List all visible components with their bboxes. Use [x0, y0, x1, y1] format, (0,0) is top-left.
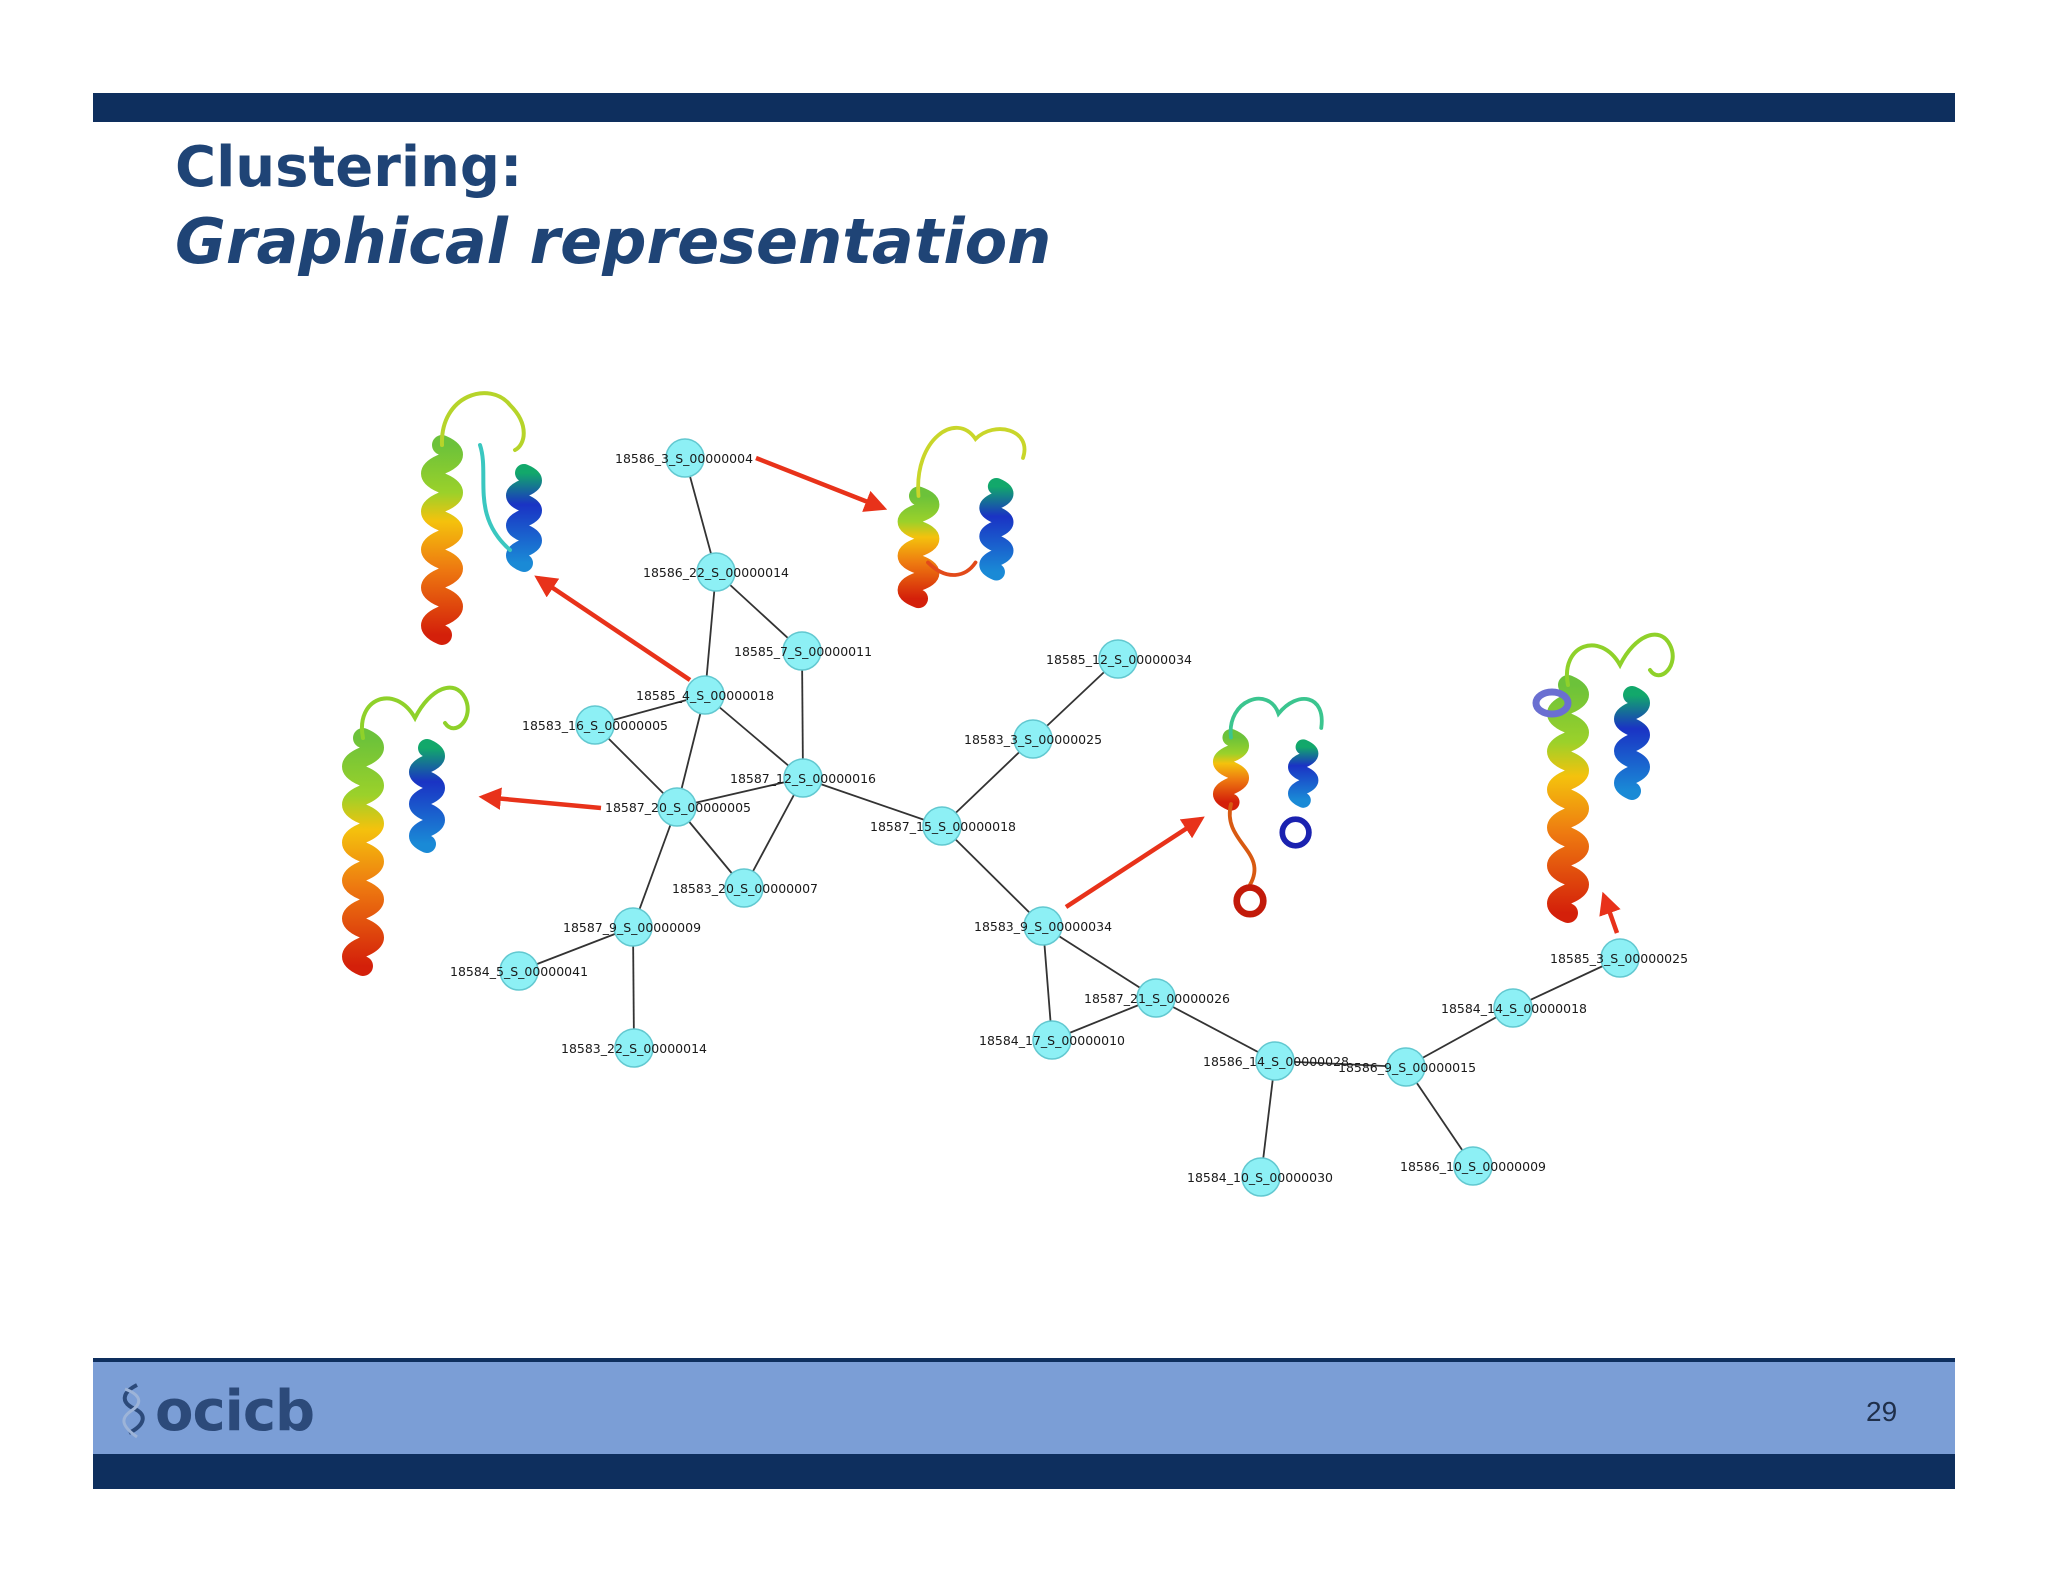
graph-edge — [941, 825, 1044, 927]
node-label: 18584_14_S_00000018 — [1441, 1001, 1587, 1016]
graph-node — [613, 907, 653, 947]
protein-structure-3 — [342, 685, 470, 976]
protein-structure-1 — [421, 391, 542, 645]
node-label: 18583_20_S_00000007 — [672, 881, 818, 896]
page-number: 29 — [1866, 1396, 1898, 1427]
graph-edge — [1042, 925, 1157, 999]
header-bar — [93, 93, 1955, 122]
graph-node — [1098, 639, 1138, 679]
node-label: 18587_21_S_00000026 — [1084, 991, 1230, 1006]
node-label: 18584_10_S_00000030 — [1187, 1170, 1333, 1185]
graph-node — [1241, 1157, 1281, 1197]
annotation-arrow — [1064, 816, 1205, 909]
graph-node — [783, 758, 823, 798]
graph-edge — [632, 926, 635, 1049]
graph-node — [1386, 1047, 1426, 1087]
graph-node — [614, 1028, 654, 1068]
graph-node — [922, 806, 962, 846]
graph-node — [1023, 906, 1063, 946]
graph-node — [499, 951, 539, 991]
graph-edges — [518, 457, 1621, 1178]
protein-structure-2 — [897, 425, 1027, 609]
slide-subtitle: Graphical representation — [175, 205, 1052, 278]
graph-edge — [1155, 997, 1276, 1062]
node-label: 18585_12_S_00000034 — [1046, 652, 1192, 667]
graph-node — [696, 552, 736, 592]
graph-node — [657, 787, 697, 827]
node-label: 18583_22_S_00000014 — [561, 1041, 707, 1056]
annotation-arrow — [755, 455, 888, 512]
node-label: 18586_10_S_00000009 — [1400, 1159, 1546, 1174]
graph-node — [1600, 938, 1640, 978]
graph-edge — [743, 777, 804, 889]
node-label: 18583_9_S_00000034 — [974, 919, 1112, 934]
graph-edge — [801, 650, 804, 779]
graph-node — [1013, 719, 1053, 759]
footer-band — [93, 1358, 1955, 1458]
graph-node — [575, 705, 615, 745]
node-label: 18587_20_S_00000005 — [605, 800, 751, 815]
node-label: 18585_4_S_00000018 — [636, 688, 774, 703]
ocicb-logo: ocicb — [115, 1376, 315, 1446]
graph-node — [665, 438, 705, 478]
annotation-arrow — [534, 575, 692, 682]
protein-structure-5 — [1532, 632, 1675, 923]
node-label: 18586_3_S_00000004 — [615, 451, 753, 466]
graph-edge — [704, 571, 717, 696]
node-label: 18583_3_S_00000025 — [964, 732, 1102, 747]
graph-node — [1453, 1146, 1493, 1186]
node-label: 18587_15_S_00000018 — [870, 819, 1016, 834]
node-label: 18583_16_S_00000005 — [522, 718, 668, 733]
annotation-arrow — [478, 787, 602, 811]
graph-node — [1493, 988, 1533, 1028]
node-label: 18587_12_S_00000016 — [730, 771, 876, 786]
graph-edge — [1405, 1007, 1514, 1068]
helix-icon — [122, 1383, 145, 1439]
logo-text: ocicb — [155, 1378, 315, 1444]
graph-node — [782, 631, 822, 671]
graph-edge — [1274, 1060, 1407, 1068]
node-label: 18587_9_S_00000009 — [563, 920, 701, 935]
node-label: 18584_5_S_00000041 — [450, 964, 588, 979]
graph-edge — [518, 926, 634, 972]
graph-nodes: 18586_3_S_00000004 18586_22_S_00000014 185… — [450, 438, 1688, 1197]
graph-node — [1032, 1020, 1072, 1060]
footer-bar — [93, 1454, 1955, 1489]
graph-edge — [676, 777, 804, 808]
graph-node — [724, 868, 764, 908]
node-label: 18586_9_S_00000015 — [1338, 1060, 1476, 1075]
node-label: 18586_14_S_00000028 — [1203, 1054, 1349, 1069]
protein-structure-4 — [1213, 696, 1324, 918]
graph-node — [685, 675, 725, 715]
protein-structures — [342, 391, 1675, 976]
node-label: 18585_7_S_00000011 — [734, 644, 872, 659]
graph-edge — [1405, 1066, 1474, 1167]
graph-edge — [632, 806, 678, 928]
graph-edge — [802, 777, 943, 827]
graph-edge — [941, 738, 1034, 827]
graph-node — [1255, 1041, 1295, 1081]
graph-edge — [704, 694, 804, 779]
node-label: 18585_3_S_00000025 — [1550, 951, 1688, 966]
slide-title: Clustering: — [175, 135, 523, 200]
annotation-arrows — [478, 455, 1621, 934]
annotation-arrow — [1599, 891, 1621, 934]
graph-node — [1136, 978, 1176, 1018]
node-label: 18586_22_S_00000014 — [643, 565, 789, 580]
node-label: 18584_17_S_00000010 — [979, 1033, 1125, 1048]
